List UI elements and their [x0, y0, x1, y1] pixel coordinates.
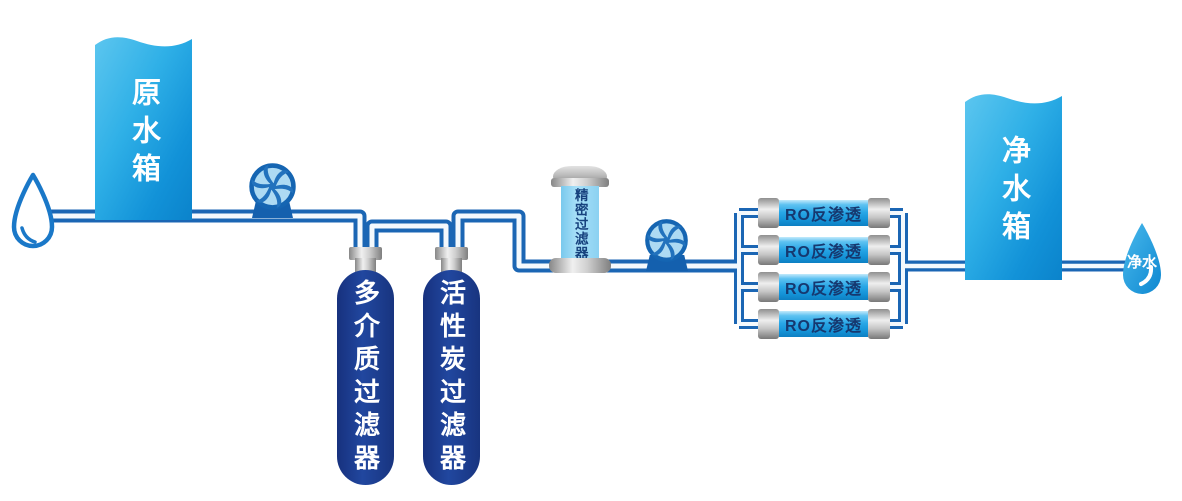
ro2-label: RO反渗透: [784, 244, 862, 261]
source-water-drop-icon: [11, 172, 55, 249]
pure-water-drop-icon: 净水: [1118, 221, 1166, 297]
carbon-filter-cap-flange: [435, 247, 468, 260]
pure-water-tank-shape: [965, 94, 1062, 280]
multimedia-filter: 多介质过滤器: [337, 270, 394, 485]
ro4-label: RO反渗透: [784, 318, 862, 335]
ro3-left-cap: [758, 272, 779, 302]
multimedia-filter-label: 多介质过滤器: [350, 278, 381, 477]
multimedia-filter-cap-neck: [355, 258, 376, 272]
pump2-impeller-icon: [645, 219, 688, 262]
ro2-right-cap: [868, 235, 890, 265]
carbon-filter: 活性炭过滤器: [423, 270, 480, 485]
carbon-filter-label: 活性炭过滤器: [436, 278, 467, 477]
precision-filter-label: 精密过滤器: [572, 187, 588, 261]
ro1-label: RO反渗透: [784, 207, 862, 224]
ro2-left-cap: [758, 235, 779, 265]
pump1-impeller-icon: [249, 163, 296, 210]
ro-membrane-4: RO反渗透: [779, 311, 868, 337]
carbon-filter-cap-neck: [441, 258, 462, 272]
precision-filter-cap-flange: [551, 178, 609, 187]
ro-membrane-2: RO反渗透: [779, 237, 868, 263]
pure-water-drop-label: 净水: [1126, 254, 1157, 271]
ro3-label: RO反渗透: [784, 281, 862, 298]
pure-water-tank-label: 净水箱: [997, 135, 1030, 249]
raw-water-tank-label: 原水箱: [127, 76, 160, 191]
ro3-right-cap: [868, 272, 890, 302]
pure-water-tank: 净水箱: [965, 90, 1062, 280]
ro1-right-cap: [868, 198, 890, 228]
ro-membrane-3: RO反渗透: [779, 274, 868, 300]
raw-water-tank-shape: [95, 37, 192, 220]
ro1-left-cap: [758, 198, 779, 228]
precision-filter: 精密过滤器: [561, 186, 599, 262]
ro4-right-cap: [868, 309, 890, 339]
raw-water-tank: 原水箱: [95, 33, 192, 220]
multimedia-filter-cap-flange: [349, 247, 382, 260]
ro4-left-cap: [758, 309, 779, 339]
precision-filter-base: [549, 258, 611, 273]
ro-membrane-1: RO反渗透: [779, 200, 868, 226]
